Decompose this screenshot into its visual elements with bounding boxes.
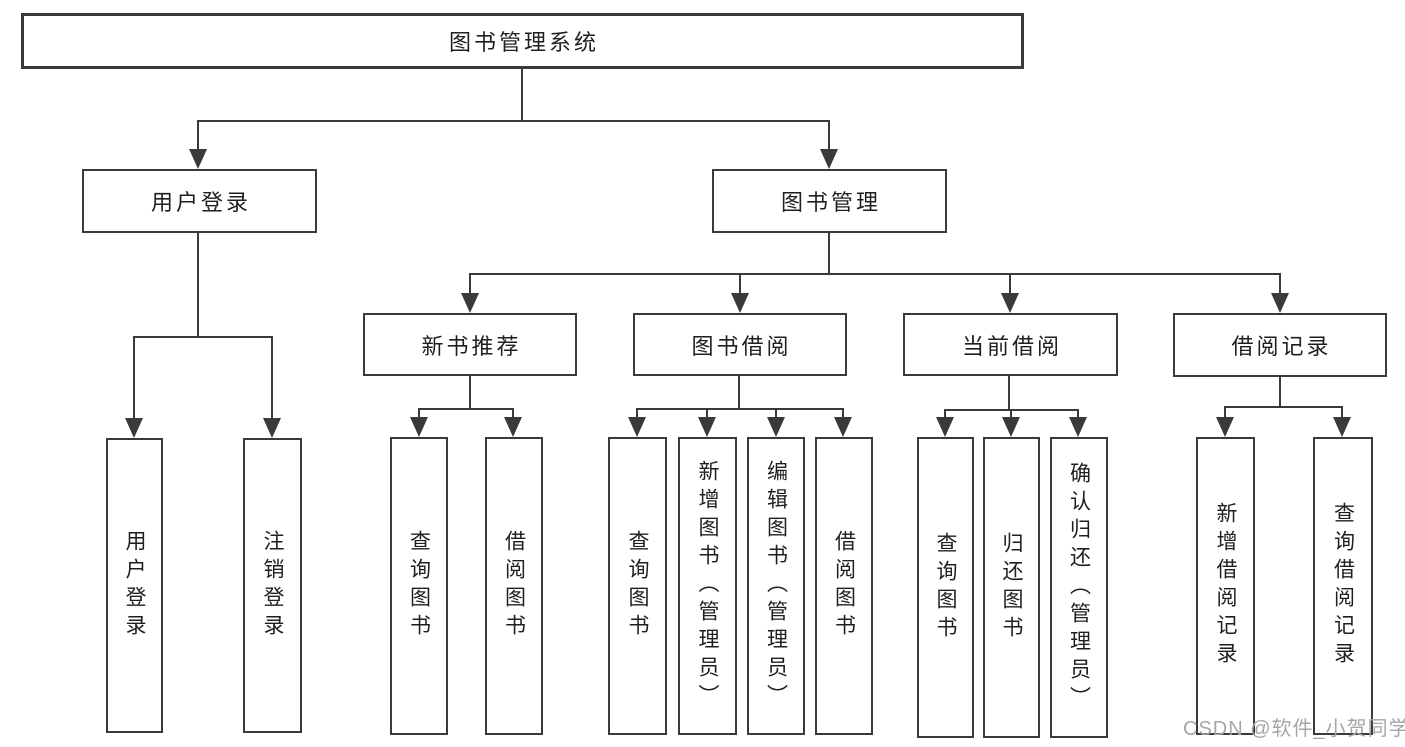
leaf-bb-add-books-admin-label: 新增图书（管理员） [696,460,719,712]
leaf-bb-add-books-admin: 新增图书（管理员） [678,437,737,735]
connector-nbr-rail [418,408,514,410]
leaf-user-login-label: 用户登录 [123,529,146,642]
leaf-br-add-record-label: 新增借阅记录 [1214,502,1237,670]
connector-root-stub [521,69,523,120]
connector-cb-shaft [1009,273,1011,295]
leaf-bb-borrow-books: 借阅图书 [815,437,873,735]
arrow-to-br-query [1333,417,1351,437]
leaf-cb-query-books: 查询图书 [917,437,974,738]
arrow-to-bb-edit [767,417,785,437]
connector-br-query-shaft [1341,406,1343,420]
node-root: 图书管理系统 [21,13,1024,69]
leaf-br-add-record: 新增借阅记录 [1196,437,1255,735]
arrow-to-br-add [1216,417,1234,437]
connector-bb-stub [738,376,740,408]
arrow-to-nbr-query [410,417,428,437]
arrow-to-nbr-borrow [504,417,522,437]
arrow-to-ul-logout [263,418,281,438]
connector-nbr-query-shaft [418,408,420,420]
arrow-to-new-book-rec [461,293,479,313]
node-root-label: 图书管理系统 [448,30,599,55]
node-book-mgmt: 图书管理 [712,169,947,233]
connector-bb-borrow-shaft [842,408,844,420]
node-current-borrow-label: 当前借阅 [961,333,1062,359]
connector-cb-stub [1008,376,1010,409]
leaf-logout: 注销登录 [243,438,302,733]
arrow-to-ul-login [125,418,143,438]
connector-ul-stub [197,233,199,336]
leaf-cb-confirm-return-admin: 确认归还（管理员） [1050,437,1108,738]
arrow-to-bb-query [628,417,646,437]
node-user-login-label: 用户登录 [150,190,251,215]
leaf-cb-return-books: 归还图书 [983,437,1040,738]
leaf-nbr-borrow-books-label: 借阅图书 [502,530,526,642]
leaf-bb-edit-books-admin: 编辑图书（管理员） [747,437,805,735]
connector-br-stub [1279,377,1281,406]
connector-br-add-shaft [1224,406,1226,420]
leaf-bb-edit-books-admin-label: 编辑图书（管理员） [764,460,788,712]
arrow-to-current-borrow [1001,293,1019,313]
connector-level2-rail [197,120,830,122]
arrow-to-bb-add [698,417,716,437]
arrow-to-cb-query [936,417,954,437]
arrow-to-bb-borrow [834,417,852,437]
connector-level3-rail [469,273,1281,275]
leaf-bb-query-books-label: 查询图书 [626,530,649,642]
connector-br-rail [1224,406,1343,408]
node-book-borrow-label: 图书借阅 [691,333,792,359]
node-book-borrow: 图书借阅 [633,313,847,376]
arrow-to-borrow-records [1271,293,1289,313]
leaf-br-query-record-label: 查询借阅记录 [1331,502,1355,670]
connector-cb-return-shaft [1010,409,1012,420]
node-new-book-rec-label: 新书推荐 [421,333,522,359]
node-borrow-records-label: 借阅记录 [1231,334,1332,359]
connector-nbr-shaft [469,273,471,295]
connector-book-mgmt-shaft [828,120,830,152]
connector-nbr-stub [469,376,471,408]
connector-bm-stub [828,233,830,273]
connector-bb-add-shaft [706,408,708,420]
connector-bb-edit-shaft [775,408,777,420]
leaf-cb-confirm-return-admin-label: 确认归还（管理员） [1067,461,1091,714]
connector-bb-query-shaft [636,408,638,420]
node-borrow-records: 借阅记录 [1173,313,1387,377]
leaf-bb-borrow-books-label: 借阅图书 [832,530,856,642]
arrow-to-cb-confirm [1069,417,1087,437]
leaf-cb-query-books-label: 查询图书 [934,531,957,644]
leaf-user-login: 用户登录 [106,438,163,733]
arrow-to-cb-return [1002,417,1020,437]
connector-user-login-shaft [197,120,199,152]
arrow-to-user-login [189,149,207,169]
leaf-nbr-query-books-label: 查询图书 [407,530,431,642]
leaf-logout-label: 注销登录 [261,529,284,642]
csdn-watermark: CSDN @软件_小贺同学 [1183,718,1405,740]
connector-nbr-borrow-shaft [512,408,514,420]
connector-bb-rail [636,408,844,410]
node-new-book-rec: 新书推荐 [363,313,577,376]
connector-ul-logout-shaft [271,336,273,420]
leaf-cb-return-books-label: 归还图书 [1000,531,1023,644]
leaf-nbr-borrow-books: 借阅图书 [485,437,543,735]
connector-cb-query-shaft [944,409,946,420]
leaf-br-query-record: 查询借阅记录 [1313,437,1373,735]
connector-ul-login-shaft [133,336,135,420]
node-book-mgmt-label: 图书管理 [780,190,881,215]
connector-br-shaft [1279,273,1281,295]
connector-cb-confirm-shaft [1077,409,1079,420]
arrow-to-book-mgmt [820,149,838,169]
connector-ul-rail [133,336,273,338]
leaf-bb-query-books: 查询图书 [608,437,667,735]
leaf-nbr-query-books: 查询图书 [390,437,448,735]
connector-bb-shaft [739,273,741,295]
node-current-borrow: 当前借阅 [903,313,1118,376]
node-user-login: 用户登录 [82,169,317,233]
arrow-to-book-borrow [731,293,749,313]
